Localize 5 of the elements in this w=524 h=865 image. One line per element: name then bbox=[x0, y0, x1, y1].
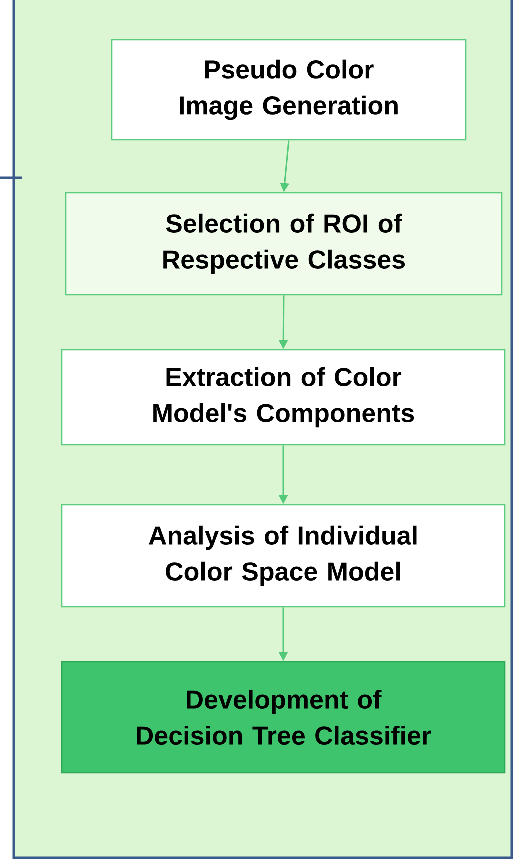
process-box: Selection of ROI of Respective Classes bbox=[65, 192, 503, 296]
process-box: Extraction of Color Model's Components bbox=[61, 349, 506, 446]
process-box: Analysis of Individual Color Space Model bbox=[61, 504, 506, 608]
process-box: Development of Decision Tree Classifier bbox=[61, 661, 506, 774]
process-box: Pseudo Color Image Generation bbox=[111, 39, 467, 141]
